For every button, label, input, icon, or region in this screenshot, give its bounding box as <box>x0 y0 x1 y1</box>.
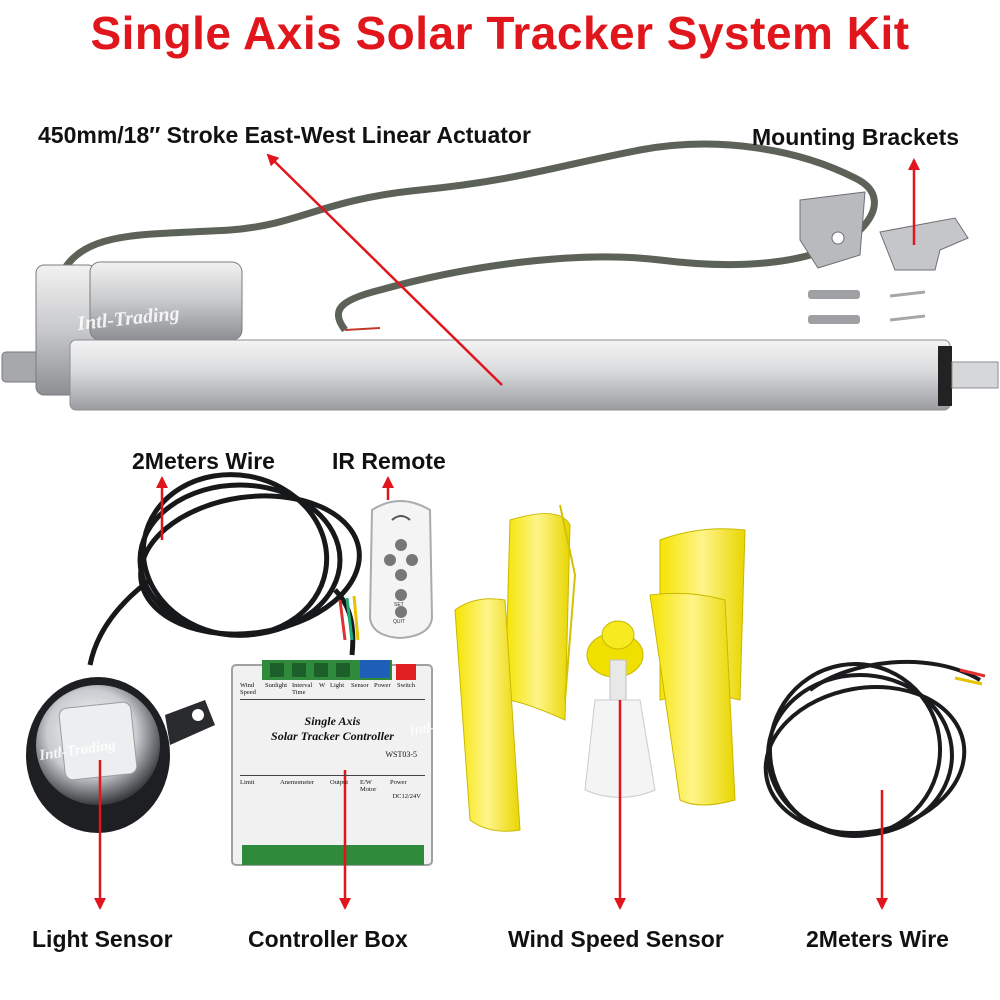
bracket-right <box>879 217 969 271</box>
light-sensor: Intl-Trading <box>26 677 215 833</box>
panel-power: Power <box>374 682 391 689</box>
signal-icon <box>391 515 411 521</box>
actuator-tube <box>69 339 951 411</box>
controller-box: Intl-Trading <box>231 660 482 866</box>
mounting-brackets <box>799 191 969 324</box>
page-title: Single Axis Solar Tracker System Kit <box>90 7 910 59</box>
remote-button-quit: QUIT <box>393 619 405 625</box>
actuator-cable <box>62 140 878 333</box>
controller-name-line2: Solar Tracker Controller <box>271 729 394 743</box>
panel-light: Light <box>330 682 345 689</box>
panel-power-in: Power <box>390 779 407 786</box>
pointer-arrows <box>94 153 920 910</box>
label-ir-remote: IR Remote <box>332 448 446 474</box>
panel-anemometer: Anemometer <box>280 779 314 786</box>
controller-panel: Wind Speed Sunlight Interval Time W Ligh… <box>240 682 425 842</box>
actuator-rod <box>951 361 999 389</box>
actuator-wire-ends <box>344 327 381 331</box>
clevis-pin <box>808 290 860 299</box>
panel-sunlight: Sunlight <box>265 682 288 689</box>
panel-limit: Limit <box>240 779 255 786</box>
bracket-left <box>799 191 866 269</box>
panel-w: W <box>319 682 326 689</box>
wire-coil-left <box>87 472 362 666</box>
label-wire-right: 2Meters Wire <box>806 926 949 952</box>
actuator-end-cap <box>938 346 952 406</box>
controller-model: WST03-5 <box>385 750 417 759</box>
label-light-sensor: Light Sensor <box>32 926 173 952</box>
panel-output: Output <box>330 779 349 786</box>
label-mounting-brackets: Mounting Brackets <box>752 124 960 150</box>
panel-motor: E/W Motor <box>360 779 377 793</box>
linear-actuator: Intl-Trading <box>1 140 999 411</box>
label-wind-speed-sensor: Wind Speed Sensor <box>508 926 724 952</box>
arrow-actuator <box>266 153 503 386</box>
panel-wind-speed: Wind Speed <box>240 682 256 696</box>
panel-voltage: DC12/24V <box>392 793 421 800</box>
ir-remote: SET QUIT <box>368 500 434 640</box>
label-actuator: 450mm/18″ Stroke East-West Linear Actuat… <box>38 122 531 148</box>
cotter-pin <box>889 290 926 298</box>
label-wire-left: 2Meters Wire <box>132 448 275 474</box>
wind-speed-sensor <box>454 504 746 832</box>
cotter-pin <box>889 314 926 322</box>
clevis-pin <box>808 315 860 324</box>
label-controller-box: Controller Box <box>248 926 408 952</box>
panel-interval: Interval Time <box>292 682 313 696</box>
wire-coil-right <box>763 659 982 838</box>
panel-sensor: Sensor <box>351 682 369 689</box>
panel-switch: Switch <box>397 682 416 689</box>
remote-button-set: SET <box>394 602 404 608</box>
controller-name-line1: Single Axis <box>304 714 361 728</box>
